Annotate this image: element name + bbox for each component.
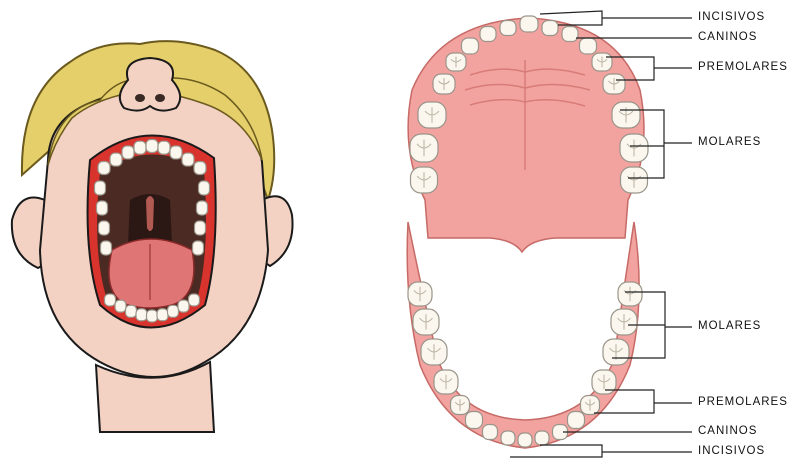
- nose: [120, 58, 180, 111]
- face-upper-tooth: [110, 153, 122, 166]
- face-lower-tooth: [115, 300, 126, 312]
- lower-molar: [611, 309, 637, 335]
- upper-molar: [612, 102, 640, 128]
- lower-arch: [407, 222, 642, 448]
- lower-molar: [413, 309, 439, 335]
- face-upper-tooth: [122, 146, 134, 159]
- face-upper-tooth: [134, 141, 146, 154]
- face-upper-side-tooth: [97, 201, 108, 215]
- face-upper-tooth: [170, 146, 182, 159]
- label-lower-incisivos: INCISIVOS: [698, 445, 765, 457]
- face-lower-tooth: [136, 309, 147, 321]
- lower-canine: [483, 425, 498, 440]
- face-lower-tooth: [189, 294, 200, 306]
- upper-premolar: [433, 74, 455, 94]
- upper-incisor: [480, 27, 496, 42]
- lower-gum: [407, 222, 639, 448]
- lower-molar: [421, 339, 447, 365]
- upper-premolar: [446, 53, 466, 71]
- lower-molar: [603, 339, 629, 365]
- label-lower-molares: MOLARES: [698, 320, 761, 332]
- upper-molar: [621, 167, 648, 193]
- upper-arch: [408, 16, 648, 252]
- upper-incisor: [542, 21, 558, 36]
- face-upper-tooth: [182, 153, 194, 166]
- upper-premolar: [592, 53, 612, 71]
- upper-molar: [410, 134, 438, 162]
- upper-molar: [418, 102, 446, 128]
- lower-molar: [434, 370, 458, 394]
- lower-molar: [618, 282, 642, 306]
- lower-premolar: [466, 412, 483, 429]
- face-upper-tooth: [98, 162, 110, 175]
- lower-incisor: [518, 433, 532, 447]
- lower-premolar: [451, 396, 470, 415]
- lower-premolar: [568, 412, 585, 429]
- label-lower-premolares: PREMOLARES: [698, 396, 788, 408]
- face-upper-tooth: [158, 141, 170, 154]
- face-lower-tooth: [157, 309, 168, 321]
- upper-canine: [580, 38, 597, 54]
- face-illustration: [12, 41, 293, 432]
- face-lower-tooth: [178, 300, 189, 312]
- face-upper-side-tooth: [197, 201, 208, 215]
- upper-molar: [411, 167, 438, 193]
- lower-molar: [408, 282, 432, 306]
- upper-incisor: [500, 21, 516, 36]
- tongue: [109, 239, 194, 308]
- upper-incisor: [562, 27, 578, 42]
- face-upper-side-tooth: [193, 241, 204, 255]
- label-upper-caninos: CANINOS: [698, 31, 757, 43]
- uvula: [146, 196, 154, 231]
- label-upper-premolares: PREMOLARES: [698, 61, 788, 73]
- face-upper-tooth: [146, 140, 158, 153]
- upper-canine: [462, 38, 479, 54]
- face-upper-side-tooth: [101, 241, 112, 255]
- face-lower-tooth: [168, 305, 179, 317]
- face-upper-side-tooth: [195, 221, 206, 235]
- face-upper-side-tooth: [99, 221, 110, 235]
- face-upper-side-tooth: [199, 181, 210, 195]
- face-upper-tooth: [194, 162, 206, 175]
- lower-incisor: [535, 431, 549, 445]
- face-lower-tooth: [147, 310, 158, 322]
- lower-premolar: [581, 396, 600, 415]
- upper-palate: [408, 18, 644, 252]
- label-upper-molares: MOLARES: [698, 136, 761, 148]
- upper-premolar: [603, 74, 625, 94]
- face-upper-side-tooth: [95, 181, 106, 195]
- upper-incisor: [520, 16, 538, 32]
- upper-molar: [620, 134, 648, 162]
- face-lower-tooth: [126, 305, 137, 317]
- lower-incisor: [501, 431, 515, 445]
- label-upper-incisivos: INCISIVOS: [698, 11, 765, 23]
- label-lower-caninos: CANINOS: [698, 425, 757, 437]
- face-lower-tooth: [105, 294, 116, 306]
